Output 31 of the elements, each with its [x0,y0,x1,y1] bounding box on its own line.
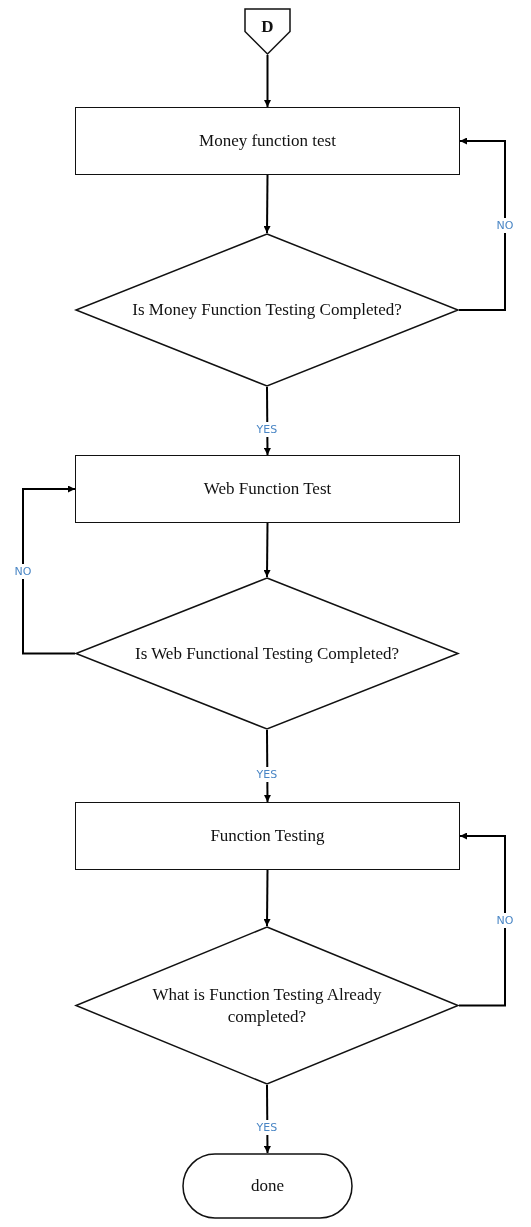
edge-label: YES [256,766,278,782]
edge-label: NO [496,913,514,929]
off-page-connector [244,8,291,55]
arrow [263,522,271,578]
arrow [263,1084,271,1154]
node-text: Is Web Functional Testing Completed? [133,642,401,665]
node-text: D [260,15,275,38]
node-text: Web Function Test [202,477,333,500]
arrow [263,869,271,927]
edge-label: NO [14,563,32,579]
process-box [75,455,460,523]
node-text: Money function test [198,129,337,152]
edge-label: YES [256,1119,278,1135]
arrow [264,54,271,108]
arrow [263,174,271,234]
arrow [263,386,271,456]
node-text: Function Testing [209,824,326,847]
arrow [458,832,506,1007]
arrow [263,729,271,803]
decision-diamond [75,577,459,730]
edge-label: YES [256,421,278,437]
node-text: Is Money Function Testing Completed? [131,298,403,321]
node-text: What is Function Testing Already completed? [151,983,383,1028]
arrow [458,137,506,311]
decision-diamond [75,926,459,1085]
process-box [75,107,460,175]
process-box [75,802,460,870]
arrow [22,485,76,655]
edge-label: NO [496,218,514,233]
decision-diamond [75,233,459,387]
node-text: done [249,1174,285,1197]
